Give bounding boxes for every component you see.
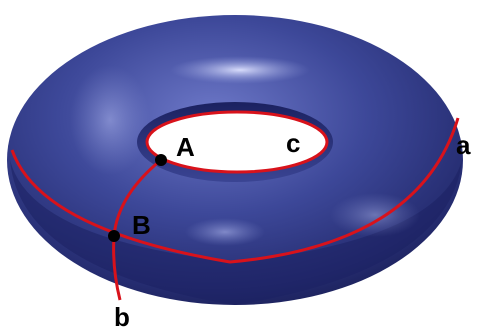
- point-b-marker: [108, 230, 120, 242]
- curve-a: [10, 117, 460, 264]
- label-point-a: A: [176, 132, 195, 162]
- point-a-marker: [155, 154, 167, 166]
- torus-hole: [147, 112, 327, 172]
- curve-c: [145, 110, 329, 174]
- label-curve-c: c: [286, 128, 300, 158]
- label-curve-b: b: [114, 302, 130, 331]
- label-point-b: B: [132, 210, 151, 240]
- label-curve-a: a: [456, 130, 471, 160]
